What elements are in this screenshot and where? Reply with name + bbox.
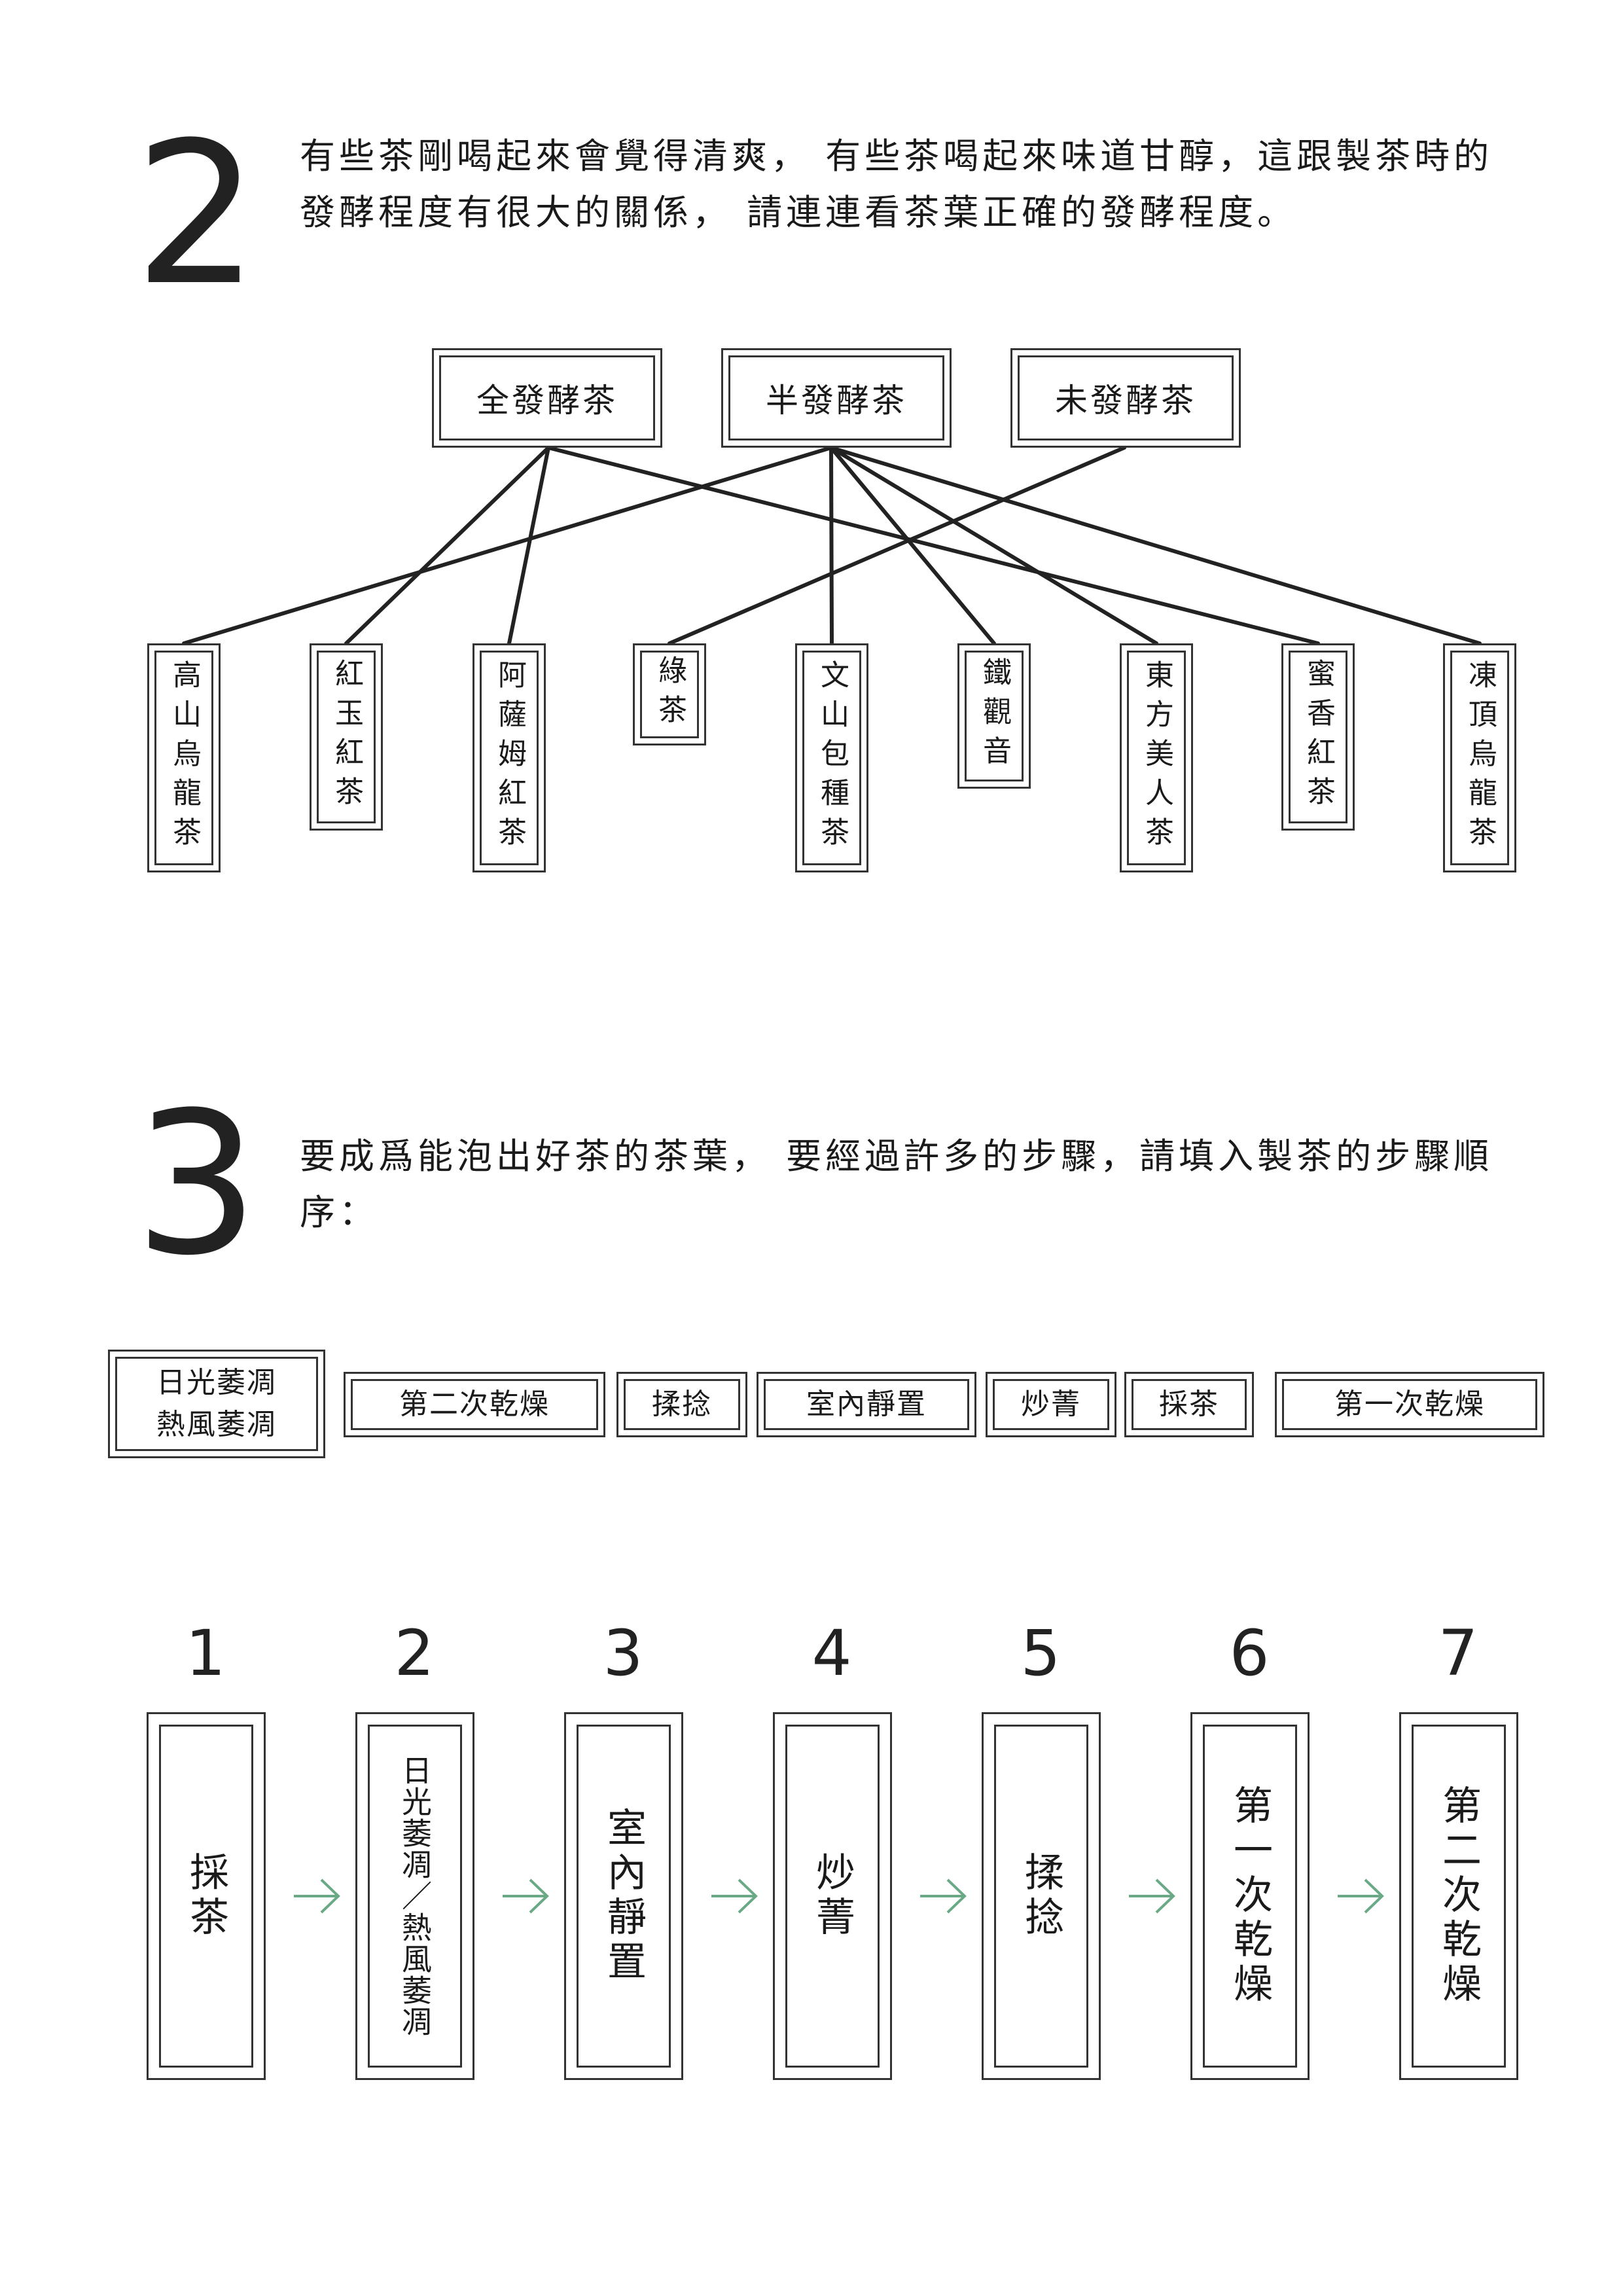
arrow-right-icon: [1129, 1878, 1175, 1914]
step-number: 2: [394, 1617, 435, 1690]
step-answer: 第二次乾燥: [1435, 1785, 1482, 2007]
step-box-6[interactable]: 第一次乾燥: [1190, 1712, 1310, 2080]
arrow-right-icon: [503, 1878, 549, 1914]
step-box-1[interactable]: 採茶: [147, 1712, 266, 2080]
tea-label: 凍頂烏龍茶: [1463, 660, 1497, 856]
match-line: [182, 446, 833, 645]
step-box-2[interactable]: 日光萎凋／熱風萎凋: [355, 1712, 474, 2080]
tea-box-tieguanyin[interactable]: 鐵觀音: [957, 643, 1031, 789]
word-indoor-rest[interactable]: 室內靜置: [757, 1372, 976, 1437]
question-2-text: 有些茶剛喝起來會覺得清爽， 有些茶喝起來味道甘醇，這跟製茶時的發酵程度有很大的關…: [300, 135, 1493, 233]
match-line: [507, 446, 550, 645]
step-box-7[interactable]: 第二次乾燥: [1399, 1712, 1518, 2080]
word-label: 炒菁: [1021, 1388, 1081, 1422]
match-line: [668, 446, 1126, 645]
step-number: 4: [812, 1617, 852, 1690]
word-label: 第一次乾燥: [1334, 1388, 1485, 1422]
step-number: 6: [1229, 1617, 1270, 1690]
level-box-semi[interactable]: 半發酵茶: [721, 348, 952, 448]
step-number: 3: [603, 1617, 643, 1690]
word-second-dry[interactable]: 第二次乾燥: [344, 1372, 605, 1437]
step-number: 7: [1438, 1617, 1478, 1690]
step-answer: 揉捻: [1018, 1852, 1064, 1941]
tea-label: 阿薩姆紅茶: [493, 660, 526, 856]
tea-box-green[interactable]: 綠茶: [633, 643, 706, 745]
arrow-right-icon: [711, 1878, 758, 1914]
step-box-5[interactable]: 揉捻: [982, 1712, 1101, 2080]
tea-label: 文山包種茶: [815, 660, 849, 856]
word-label: 揉捻: [652, 1388, 712, 1422]
step-answer: 日光萎凋／熱風萎凋: [397, 1755, 433, 2037]
match-line: [829, 446, 1482, 645]
match-line: [829, 446, 834, 645]
arrow-right-icon: [294, 1878, 340, 1914]
tea-label: 東方美人茶: [1140, 660, 1173, 856]
tea-label: 綠茶: [653, 655, 687, 734]
match-line: [344, 446, 550, 645]
level-label: 全發酵茶: [476, 382, 618, 420]
tea-box-assam-black[interactable]: 阿薩姆紅茶: [473, 643, 546, 872]
step-box-4[interactable]: 炒菁: [773, 1712, 892, 2080]
tea-box-ruby-black[interactable]: 紅玉紅茶: [310, 643, 383, 831]
arrow-right-icon: [920, 1878, 967, 1914]
arrow-right-icon: [1338, 1878, 1384, 1914]
step-box-3[interactable]: 室內靜置: [564, 1712, 683, 2080]
word-wither[interactable]: 日光萎凋 熱風萎凋: [108, 1350, 325, 1458]
tea-label: 紅玉紅茶: [330, 658, 363, 816]
word-fix[interactable]: 炒菁: [986, 1372, 1116, 1437]
word-label: 日光萎凋: [156, 1366, 277, 1400]
level-label: 半發酵茶: [766, 382, 907, 420]
level-label: 未發酵茶: [1055, 382, 1196, 420]
word-label: 採茶: [1159, 1388, 1219, 1422]
tea-box-wenshan-baozhong[interactable]: 文山包種茶: [795, 643, 868, 872]
question-number-3: 3: [134, 1070, 259, 1299]
tea-box-high-mountain-oolong[interactable]: 高山烏龍茶: [147, 643, 221, 872]
word-pick[interactable]: 採茶: [1124, 1372, 1254, 1437]
step-answer: 第一次乾燥: [1226, 1785, 1273, 2007]
tea-label: 高山烏龍茶: [168, 660, 201, 856]
word-label: 熱風萎凋: [156, 1408, 277, 1441]
step-number: 1: [185, 1617, 226, 1690]
question-3-text: 要成爲能泡出好茶的茶葉， 要經過許多的步驟，請填入製茶的步驟順序：: [300, 1136, 1493, 1233]
word-first-dry[interactable]: 第一次乾燥: [1275, 1372, 1544, 1437]
step-number: 5: [1020, 1617, 1061, 1690]
level-box-full[interactable]: 全發酵茶: [432, 348, 662, 448]
tea-box-dongding-oolong[interactable]: 凍頂烏龍茶: [1443, 643, 1516, 872]
word-roll[interactable]: 揉捻: [616, 1372, 747, 1437]
step-answer: 炒菁: [809, 1852, 855, 1941]
word-label: 第二次乾燥: [399, 1388, 550, 1422]
tea-label: 蜜香紅茶: [1302, 658, 1335, 816]
word-label: 室內靜置: [806, 1388, 927, 1422]
match-line: [829, 446, 1158, 645]
matching-lines: [182, 446, 1482, 645]
tea-label: 鐵觀音: [978, 657, 1011, 775]
question-number-2: 2: [134, 100, 259, 329]
step-answer: 室內靜置: [600, 1807, 647, 1985]
match-line: [546, 446, 1320, 645]
level-box-none[interactable]: 未發酵茶: [1010, 348, 1241, 448]
tea-box-oriental-beauty[interactable]: 東方美人茶: [1120, 643, 1193, 872]
match-line: [829, 446, 996, 645]
tea-box-honey-black[interactable]: 蜜香紅茶: [1281, 643, 1355, 831]
step-answer: 採茶: [183, 1852, 229, 1941]
